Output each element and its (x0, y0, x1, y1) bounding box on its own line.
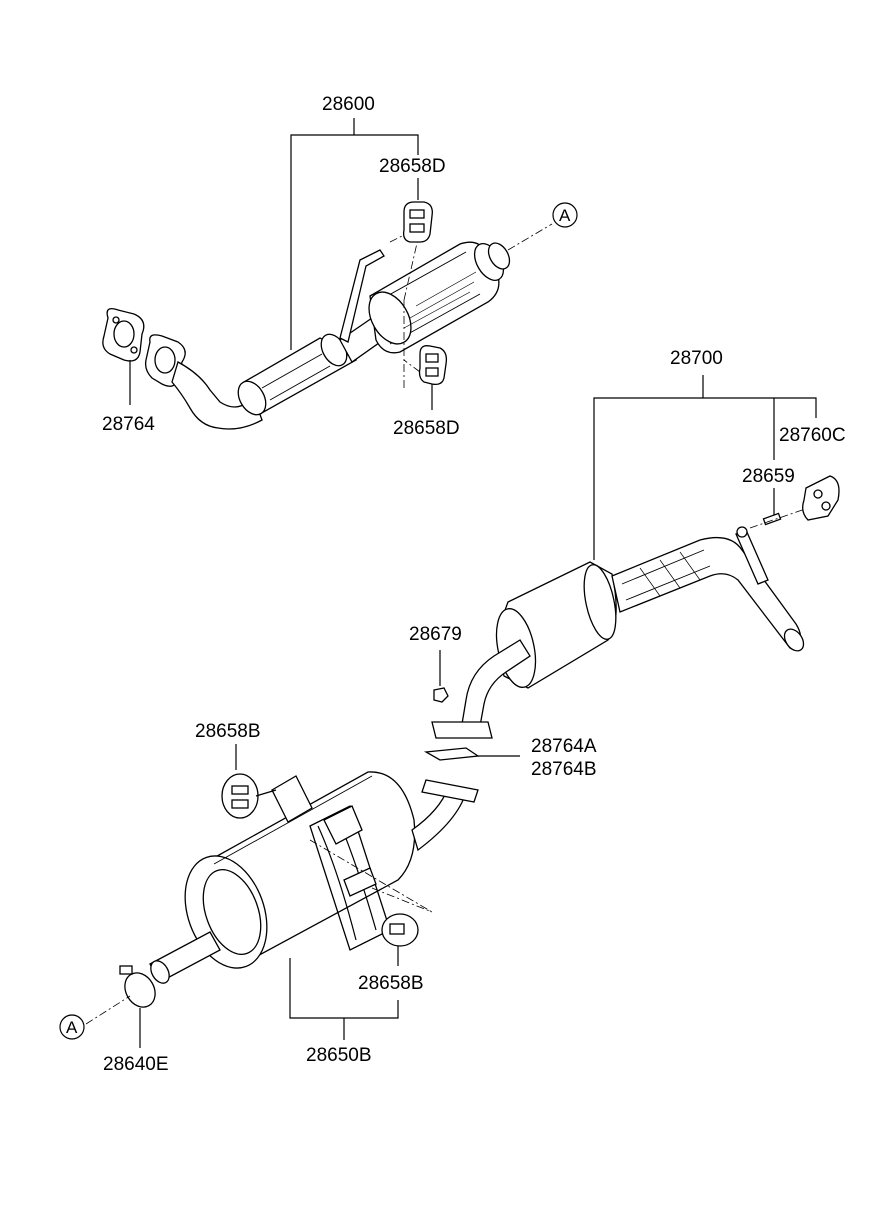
label-28700: 28700 (670, 348, 723, 369)
label-28764: 28764 (102, 414, 155, 435)
reference-a-bottom (59, 1014, 85, 1040)
label-28760C: 28760C (779, 425, 846, 446)
hanger-28760C[interactable] (802, 475, 840, 521)
tail-pipe-assembly-28700[interactable] (431, 375, 817, 739)
label-28658D-bottom: 28658D (393, 418, 460, 439)
hanger-28658B-left[interactable] (221, 744, 277, 819)
front-pipe-assembly-28600[interactable] (102, 118, 553, 430)
label-28679: 28679 (409, 624, 462, 645)
label-28764B: 28764B (531, 759, 597, 780)
ref-a-top-label: A (559, 206, 571, 225)
pin-28659[interactable] (749, 507, 809, 529)
nut-28679[interactable] (433, 650, 449, 703)
reference-a-top (552, 202, 578, 228)
label-28600: 28600 (322, 94, 375, 115)
label-28659: 28659 (742, 466, 795, 487)
label-28640E: 28640E (103, 1054, 169, 1075)
hanger-28658B-right[interactable] (381, 913, 419, 966)
hanger-28658D-top[interactable] (402, 178, 433, 243)
gasket-28764AB[interactable] (423, 747, 520, 761)
label-28650B: 28650B (306, 1045, 372, 1066)
ref-a-bottom-label: A (66, 1018, 78, 1037)
main-muffler-assembly-28650B[interactable] (147, 771, 479, 1040)
hanger-28658D-bottom[interactable] (418, 345, 448, 410)
clamp-28640E[interactable] (85, 965, 161, 1048)
gasket-28764[interactable] (102, 307, 145, 362)
label-28764A: 28764A (531, 736, 597, 757)
label-28658D-top: 28658D (379, 156, 446, 177)
label-28658B-bottom: 28658B (358, 973, 424, 994)
label-28658B-top: 28658B (195, 721, 261, 742)
